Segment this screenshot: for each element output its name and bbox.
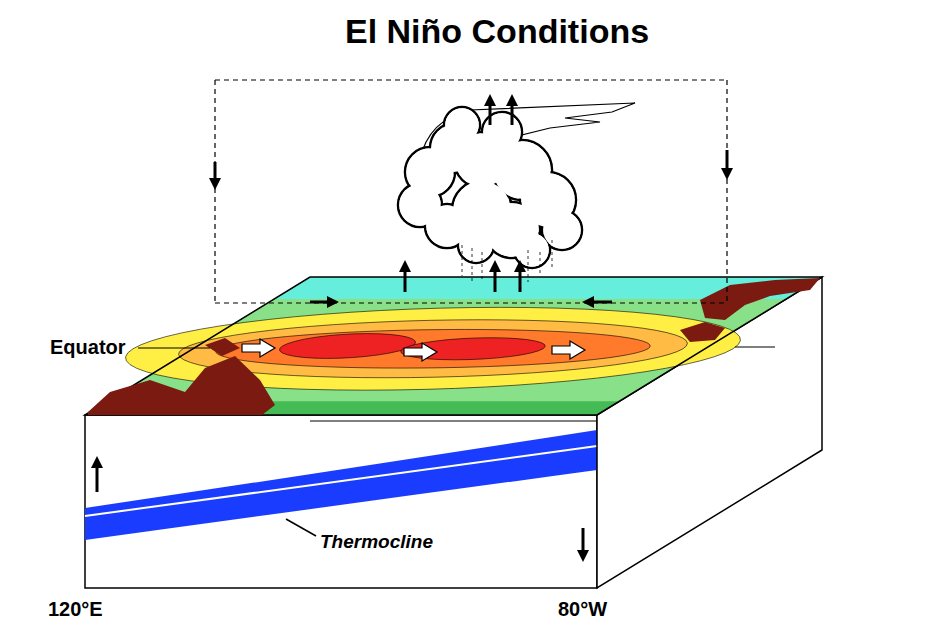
cloud-puff-fill — [543, 211, 580, 248]
current-arrows — [242, 339, 585, 361]
sst-orange — [187, 329, 680, 368]
rain — [462, 240, 552, 282]
circulation-arrows — [97, 100, 727, 556]
equator-line — [138, 347, 210, 348]
longitude-label: 80°W — [558, 598, 607, 621]
isotherm — [187, 329, 680, 368]
thermocline-label: Thermocline — [320, 531, 433, 553]
circulation-line — [726, 80, 727, 303]
indonesia-land — [205, 338, 240, 356]
cloud-puff-fill — [459, 228, 492, 261]
equator-line — [735, 346, 775, 347]
cloud-puff-fill — [515, 233, 548, 266]
current-arrow — [404, 343, 437, 361]
australia-land — [88, 356, 275, 415]
walker-circulation — [215, 80, 727, 303]
ocean-front-face — [85, 415, 597, 588]
thermocline-band — [85, 430, 597, 540]
sst-yellow — [66, 307, 801, 390]
current-arrow — [552, 341, 585, 359]
circulation-line — [214, 80, 215, 303]
equator-label: Equator — [50, 336, 126, 359]
south-america-coast — [680, 322, 725, 342]
convection-cloud — [398, 103, 635, 282]
south-america-land — [700, 278, 820, 320]
current-arrow — [242, 339, 275, 357]
depth-edge — [310, 421, 597, 422]
thermocline-leader — [286, 519, 316, 536]
circulation-line — [215, 79, 727, 80]
circulation-line — [215, 302, 727, 303]
longitude-label: 120°E — [48, 598, 103, 621]
thermocline-line — [85, 446, 597, 516]
sea-surface — [25, 277, 850, 415]
diagram-title: El Niño Conditions — [345, 12, 649, 51]
isotherm — [66, 307, 801, 390]
surface-outline — [85, 277, 822, 415]
cloud-puff-fill — [445, 108, 478, 141]
